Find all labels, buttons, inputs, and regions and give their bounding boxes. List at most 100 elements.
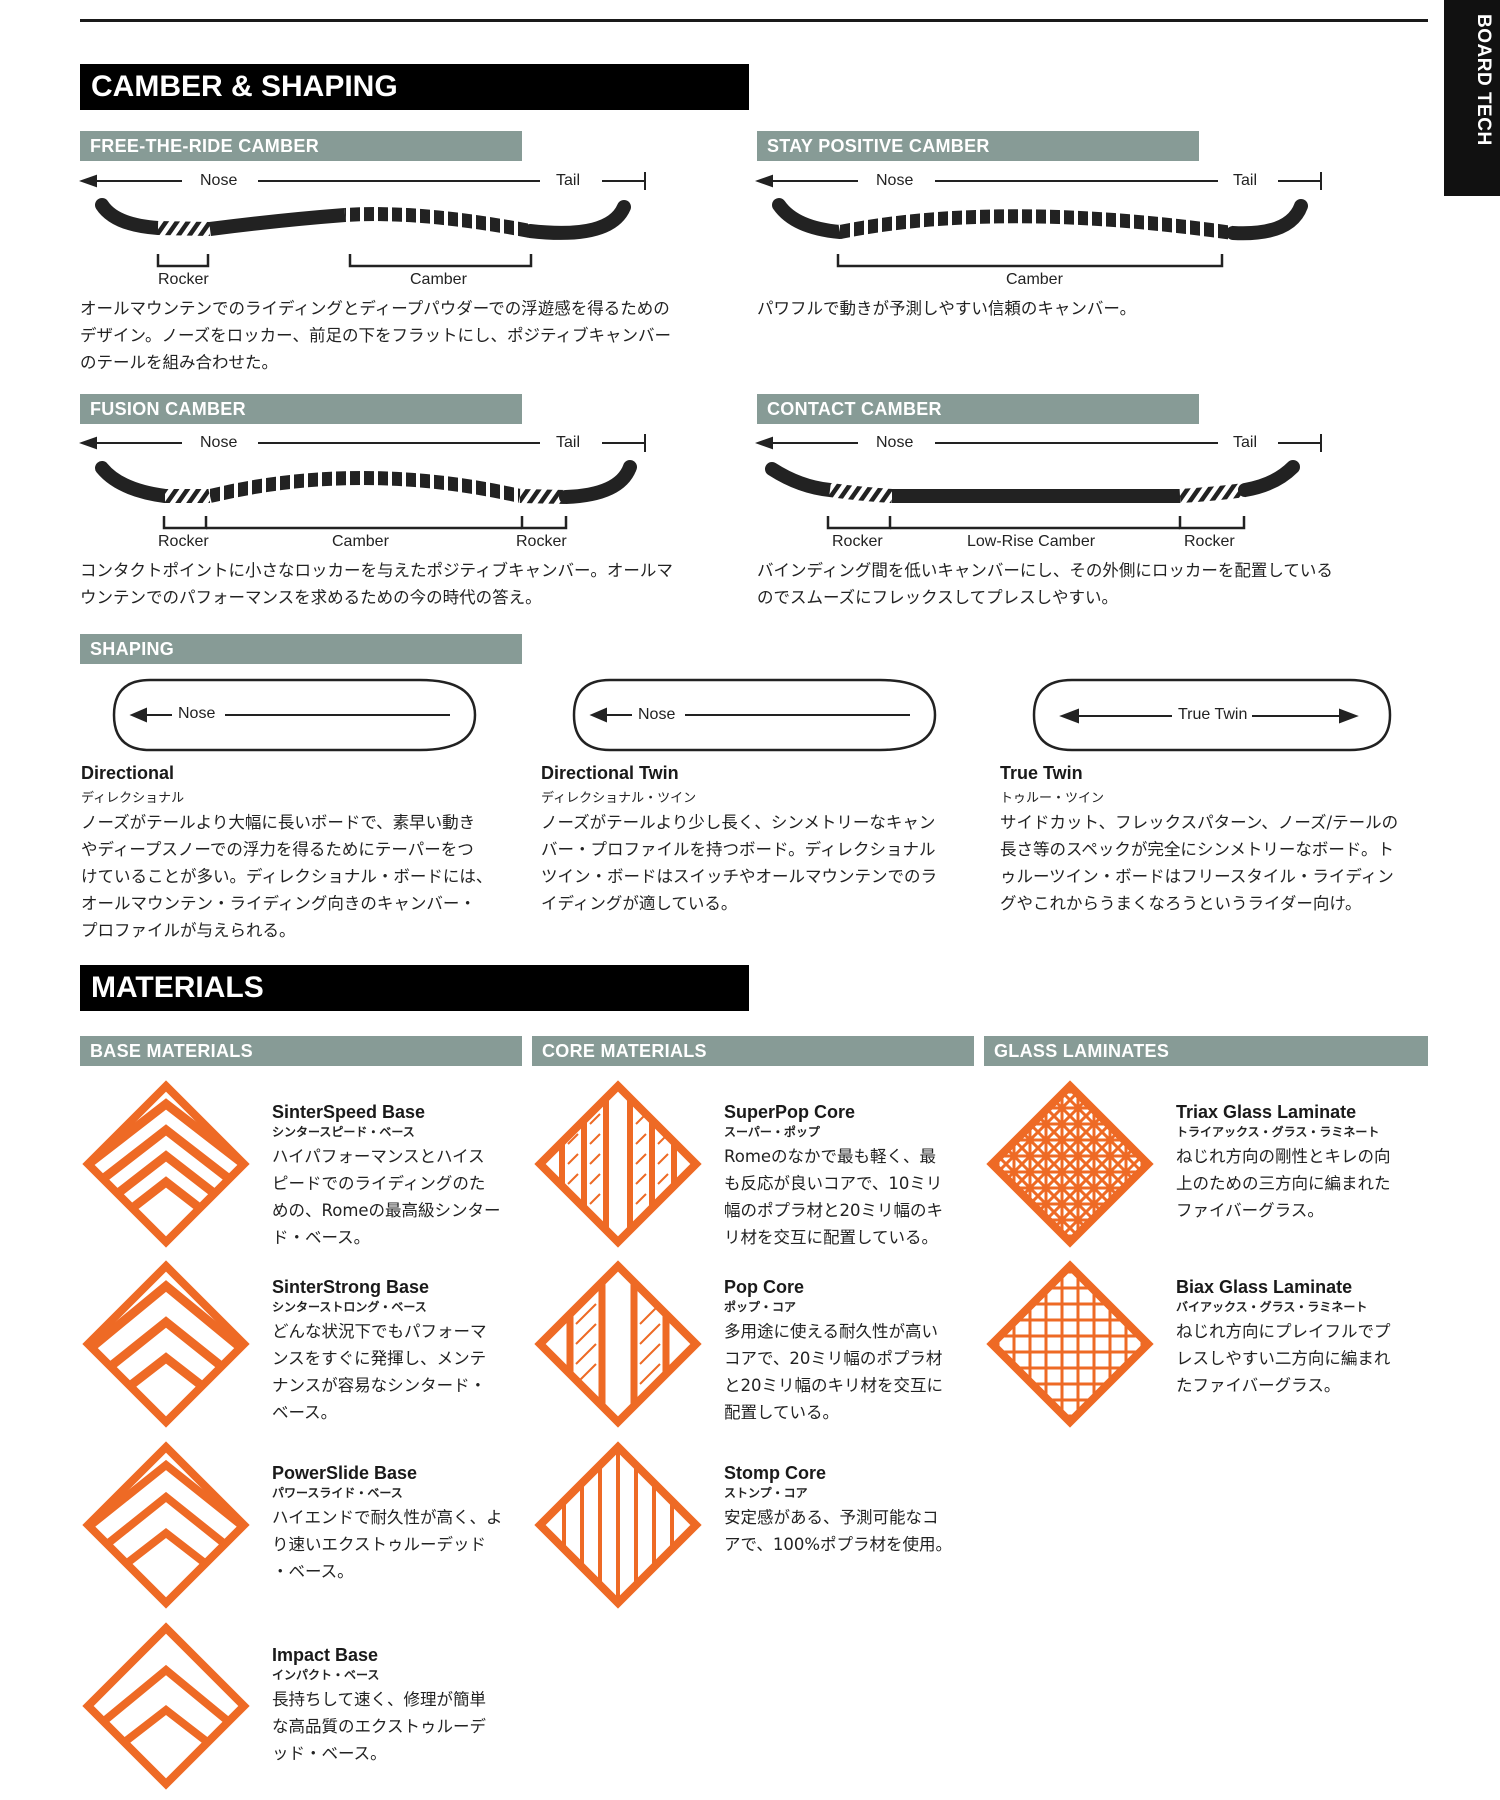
- fusion-desc: コンタクトポイントに小さなロッカーを与えたポジティブキャンバー。オールマ ウンテ…: [80, 561, 673, 607]
- sinterstrong-desc: どんな状況下でもパフォーマ ンスをすぐに発揮し、メンテ ナンスが容易なシンタード…: [272, 1322, 487, 1422]
- impact-desc: 長持ちして速く、修理が簡単 な高品質のエクストゥルーデ ッド・ベース。: [272, 1690, 487, 1763]
- side-tab-label: BOARD TECH: [1473, 14, 1494, 146]
- base-materials-title: BASE MATERIALS: [80, 1036, 522, 1066]
- biax-kana: バイアックス・グラス・ラミネート: [1176, 1300, 1368, 1314]
- contact-tail-label: Tail: [1233, 434, 1258, 451]
- materials-heading: MATERIALS: [80, 965, 749, 1011]
- sinterstrong-title: SinterStrong Base: [272, 1277, 430, 1297]
- true-twin-kana: トゥルー・ツイン: [1000, 791, 1105, 806]
- free-the-ride-desc: オールマウンテンでのライディングとディープパウダーでの浮遊感を得るための デザイ…: [80, 299, 672, 372]
- impact-block: Impact Base インパクト・ベース 長持ちして速く、修理が簡単 な高品質…: [272, 1645, 522, 1767]
- fusion-rocker-left-label: Rocker: [158, 533, 209, 550]
- core-materials-title: CORE MATERIALS: [532, 1036, 974, 1066]
- fusion-title: FUSION CAMBER: [80, 394, 522, 424]
- true-twin-arrow-label: True Twin: [1178, 706, 1248, 723]
- powerslide-base-icon: [82, 1441, 250, 1609]
- contact-title: CONTACT CAMBER: [757, 394, 1199, 424]
- directional-twin-block: Directional Twin ディレクショナル・ツイン ノーズがテールより少…: [541, 763, 981, 917]
- superpop-kana: スーパー・ポップ: [724, 1125, 820, 1139]
- superpop-core-icon: [534, 1080, 702, 1248]
- directional-twin-nose-arrow: [589, 707, 910, 723]
- true-twin-block: True Twin トゥルー・ツイン サイドカット、フレックスパターン、ノーズ/…: [1000, 763, 1440, 917]
- biax-title: Biax Glass Laminate: [1176, 1277, 1353, 1297]
- shaping-title: SHAPING: [80, 634, 522, 664]
- triax-glass-icon: [986, 1080, 1154, 1248]
- directional-twin-board-outline: [572, 678, 937, 752]
- directional-block: Directional ディレクショナル ノーズがテールより大幅に長いボードで、…: [81, 763, 521, 944]
- glass-laminates-title: GLASS LAMINATES: [984, 1036, 1428, 1066]
- powerslide-kana: パワースライド・ベース: [272, 1486, 403, 1500]
- sinterspeed-desc: ハイパフォーマンスとハイス ピードでのライディングのた めの、Romeの最高級シ…: [272, 1147, 501, 1247]
- sinterstrong-base-icon: [82, 1260, 250, 1428]
- powerslide-block: PowerSlide Base パワースライド・ベース ハイエンドで耐久性が高く…: [272, 1463, 522, 1585]
- stomp-core-kana: ストンプ・コア: [724, 1486, 808, 1500]
- stomp-core-icon: [534, 1441, 702, 1609]
- triax-kana: トライアックス・グラス・ラミネート: [1176, 1125, 1380, 1139]
- triax-desc: ねじれ方向の剛性とキレの向 上のための三方向に編まれた ファイバーグラス。: [1176, 1147, 1391, 1220]
- biax-block: Biax Glass Laminate バイアックス・グラス・ラミネート ねじれ…: [1176, 1277, 1436, 1399]
- contact-rocker-left-label: Rocker: [832, 533, 883, 550]
- pop-core-block: Pop Core ポップ・コア 多用途に使える耐久性が高い コアで、20ミリ幅の…: [724, 1277, 974, 1426]
- directional-arrow-label: Nose: [178, 705, 216, 722]
- pop-core-kana: ポップ・コア: [724, 1300, 797, 1314]
- stomp-core-block: Stomp Core ストンプ・コア 安定感がある、予測可能なコ アで、100%…: [724, 1463, 974, 1558]
- superpop-desc: Romeのなかで最も軽く、最 も反応が良いコアで、10ミリ 幅のポプラ材と20ミ…: [724, 1147, 943, 1247]
- side-tab: BOARD TECH: [1444, 0, 1500, 196]
- pop-core-desc: 多用途に使える耐久性が高い コアで、20ミリ幅のポプラ材 と20ミリ幅のキリ材を…: [724, 1322, 943, 1422]
- directional-title: Directional: [81, 763, 175, 783]
- directional-twin-arrow-label: Nose: [638, 706, 676, 723]
- triax-block: Triax Glass Laminate トライアックス・グラス・ラミネート ね…: [1176, 1102, 1436, 1224]
- triax-title: Triax Glass Laminate: [1176, 1102, 1357, 1122]
- superpop-title: SuperPop Core: [724, 1102, 856, 1122]
- fusion-nose-label: Nose: [200, 434, 238, 451]
- sinterspeed-block: SinterSpeed Base シンタースピード・ベース ハイパフォーマンスと…: [272, 1102, 522, 1251]
- impact-base-icon: [82, 1622, 250, 1790]
- stomp-core-title: Stomp Core: [724, 1463, 827, 1483]
- stay-positive-tail-label: Tail: [1233, 172, 1258, 189]
- contact-nose-label: Nose: [876, 434, 914, 451]
- powerslide-title: PowerSlide Base: [272, 1463, 418, 1483]
- fusion-camber-label: Camber: [332, 533, 389, 550]
- sinterstrong-kana: シンターストロング・ベース: [272, 1300, 427, 1314]
- true-twin-board-outline: [1032, 678, 1392, 752]
- superpop-block: SuperPop Core スーパー・ポップ Romeのなかで最も軽く、最 も反…: [724, 1102, 974, 1251]
- pop-core-icon: [534, 1260, 702, 1428]
- pop-core-title: Pop Core: [724, 1277, 805, 1297]
- directional-nose-arrow: [129, 707, 450, 723]
- biax-desc: ねじれ方向にプレイフルでプ レスしやすい二方向に編まれ たファイバーグラス。: [1176, 1322, 1391, 1395]
- directional-board-outline: [112, 678, 477, 752]
- free-the-ride-nose-label: Nose: [200, 172, 238, 189]
- sinterspeed-kana: シンタースピード・ベース: [272, 1125, 415, 1139]
- biax-glass-icon: [986, 1260, 1154, 1428]
- directional-twin-kana: ディレクショナル・ツイン: [541, 791, 697, 806]
- sinterspeed-base-icon: [82, 1080, 250, 1248]
- fusion-rocker-right-label: Rocker: [516, 533, 567, 550]
- true-twin-desc: サイドカット、フレックスパターン、ノーズ/テールの 長さ等のスペックが完全にシン…: [1000, 813, 1399, 913]
- free-the-ride-rocker-label: Rocker: [158, 271, 209, 288]
- camber-shaping-heading: CAMBER & SHAPING: [80, 64, 749, 110]
- stay-positive-desc: パワフルで動きが予測しやすい信頼のキャンバー。: [757, 299, 1137, 318]
- stomp-core-desc: 安定感がある、予測可能なコ アで、100%ポプラ材を使用。: [724, 1508, 953, 1554]
- top-rule: [80, 19, 1428, 22]
- directional-desc: ノーズがテールより大幅に長いボードで、素早い動き やディープスノーでの浮力を得る…: [81, 813, 493, 940]
- free-the-ride-title: FREE-THE-RIDE CAMBER: [80, 131, 522, 161]
- impact-kana: インパクト・ベース: [272, 1668, 380, 1682]
- contact-low-rise-camber-label: Low-Rise Camber: [967, 533, 1096, 550]
- contact-rocker-right-label: Rocker: [1184, 533, 1235, 550]
- sinterspeed-title: SinterSpeed Base: [272, 1102, 426, 1122]
- powerslide-desc: ハイエンドで耐久性が高く、よ り速いエクストゥルーデッド ・ベース。: [272, 1508, 503, 1581]
- directional-twin-title: Directional Twin: [541, 763, 679, 783]
- free-the-ride-arrow: [79, 172, 646, 190]
- free-the-ride-tail-label: Tail: [556, 172, 581, 189]
- stay-positive-title: STAY POSITIVE CAMBER: [757, 131, 1199, 161]
- contact-desc: バインディング間を低いキャンバーにし、その外側にロッカーを配置している のでスム…: [757, 561, 1333, 607]
- stay-positive-nose-label: Nose: [876, 172, 914, 189]
- impact-title: Impact Base: [272, 1645, 379, 1665]
- free-the-ride-camber-label: Camber: [410, 271, 467, 288]
